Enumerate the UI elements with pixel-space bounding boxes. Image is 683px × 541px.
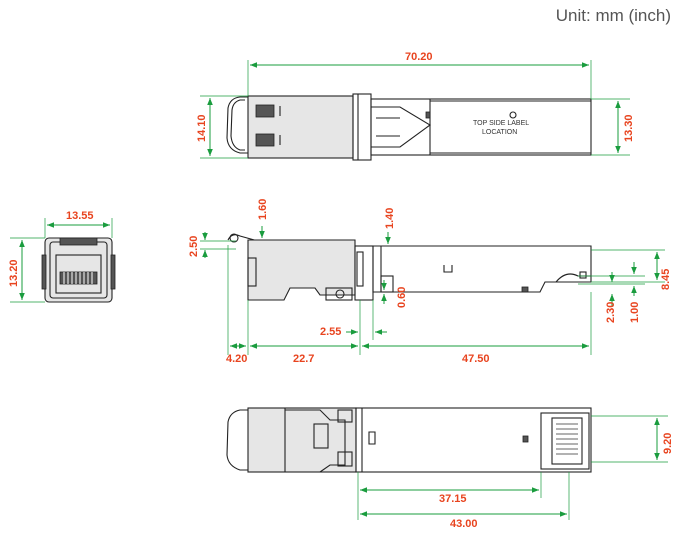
dim-2-30: 2.30	[605, 302, 617, 323]
dim-14-10: 14.10	[196, 114, 208, 142]
dim-37-15: 37.15	[439, 493, 467, 505]
dim-9-20: 9.20	[662, 433, 674, 454]
end-view: 13.55 13.20	[8, 210, 116, 303]
side-view: 1.60 1.40 2.50 0.60 2.55 8.45 2.30 1.00	[188, 199, 672, 365]
dim-70-20: 70.20	[405, 51, 433, 63]
dim-4-20: 4.20	[226, 353, 247, 365]
dim-13-20: 13.20	[8, 259, 20, 287]
dim-47-50: 47.50	[462, 353, 490, 365]
dim-1-60: 1.60	[257, 199, 269, 220]
top-label-line1: TOP SIDE LABEL	[473, 120, 529, 127]
dim-1-40: 1.40	[384, 208, 396, 229]
dim-43-00: 43.00	[450, 518, 478, 530]
top-label-line2: LOCATION	[482, 129, 517, 136]
bottom-view: 9.20 37.15 43.00	[226, 407, 674, 530]
dim-13-55: 13.55	[66, 210, 94, 222]
top-view: TOP SIDE LABEL LOCATION 70.20 14.10 13.3…	[196, 51, 635, 161]
dim-0-60: 0.60	[396, 287, 408, 308]
dim-1-00: 1.00	[629, 302, 641, 323]
dim-2-50: 2.50	[188, 236, 200, 257]
dim-2-55: 2.55	[320, 326, 341, 338]
dim-13-30: 13.30	[623, 114, 635, 142]
dim-8-45: 8.45	[660, 269, 672, 290]
dim-22-7: 22.7	[293, 353, 314, 365]
unit-label: Unit: mm (inch)	[555, 6, 671, 25]
